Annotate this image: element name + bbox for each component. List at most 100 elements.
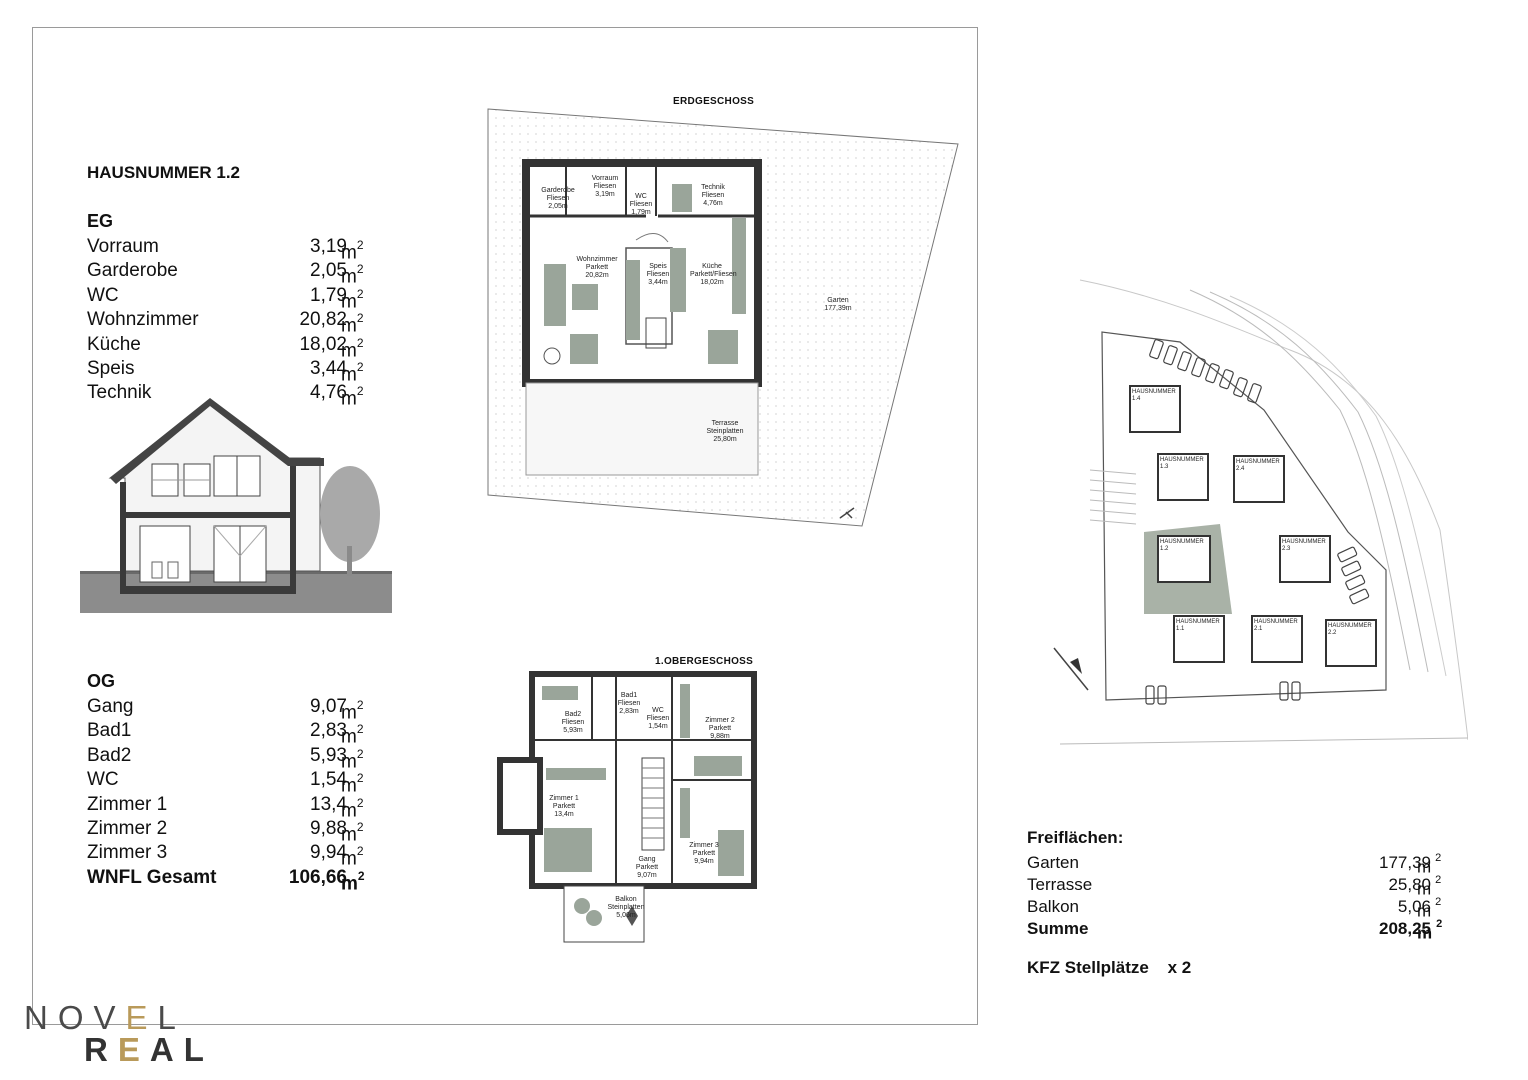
room-area: 3,44	[310, 357, 347, 379]
room-name: Garderobe	[87, 260, 178, 282]
free-area-value: 5,06	[1397, 897, 1431, 916]
room-unit: m2	[341, 698, 364, 724]
room-name: Bad1	[87, 720, 132, 742]
room-name: Technik	[87, 382, 152, 404]
room-area: 1,54	[310, 769, 347, 791]
room-unit: m2	[341, 359, 364, 386]
parking-label: KFZ Stellplätze	[1027, 958, 1149, 977]
room-area: 18,02	[299, 333, 347, 355]
room-area: 13,4	[310, 793, 347, 815]
room-name: Speis	[87, 357, 135, 379]
logo-line-1: NOVEL	[24, 999, 186, 1036]
logo-line-2: REAL	[84, 1031, 214, 1068]
eg-heading: EG	[87, 211, 114, 231]
wnfl-total-row: WNFL Gesamt 106,66 m2	[87, 866, 377, 894]
free-area-name: Garten	[1027, 853, 1079, 872]
room-area: 2,83	[310, 720, 347, 742]
room-area: 9,88	[310, 817, 347, 839]
room-area: 2,05	[310, 260, 347, 282]
room-name: Zimmer 2	[87, 817, 168, 839]
room-unit: m2	[341, 746, 364, 773]
room-unit: m2	[341, 311, 364, 337]
room-unit: m2	[341, 819, 364, 846]
room-name: Vorraum	[87, 236, 159, 257]
room-area: 5,93	[310, 744, 347, 766]
upper-floor-plan	[497, 671, 757, 943]
room-area: 9,07	[310, 696, 347, 717]
room-name: Wohnzimmer	[87, 309, 199, 331]
room-name: WC	[87, 284, 119, 306]
sheet-frame	[32, 27, 978, 1025]
room-area: 1,79	[310, 284, 347, 306]
total-label: WNFL Gesamt	[87, 866, 217, 888]
free-area-value: 25,80	[1388, 875, 1431, 894]
house-title: HAUSNUMMER 1.2	[87, 163, 241, 182]
room-name: Bad2	[87, 744, 132, 766]
total-value: 106,66	[288, 866, 347, 888]
free-area-name: Terrasse	[1027, 875, 1093, 894]
upper-floor-title: 1.OBERGESCHOSS	[655, 656, 754, 667]
free-areas-heading: Freiflächen:	[1027, 828, 1124, 847]
room-unit: m2	[341, 335, 364, 361]
room-area: 4,76	[310, 382, 347, 404]
novel-real-logo: NOVEL REAL	[24, 999, 214, 1068]
room-unit: m2	[341, 795, 364, 821]
room-unit: m2	[341, 384, 364, 410]
room-name: Zimmer 1	[87, 793, 168, 815]
room-unit: m2	[341, 844, 364, 870]
site-plan	[1053, 279, 1468, 745]
room-name: Küche	[87, 333, 141, 355]
room-area: 20,82	[299, 309, 347, 331]
room-unit: m2	[341, 238, 364, 264]
room-area: 9,94	[310, 842, 347, 864]
total-unit: m2	[341, 868, 365, 895]
room-name: Zimmer 3	[87, 842, 168, 864]
room-name: Gang	[87, 696, 134, 717]
og-heading: OG	[87, 671, 116, 691]
room-unit: m2	[341, 722, 364, 748]
free-area-value: 177,39	[1379, 853, 1431, 872]
ground-floor-title: ERDGESCHOSS	[673, 96, 755, 107]
parking-count: x 2	[1167, 958, 1192, 977]
